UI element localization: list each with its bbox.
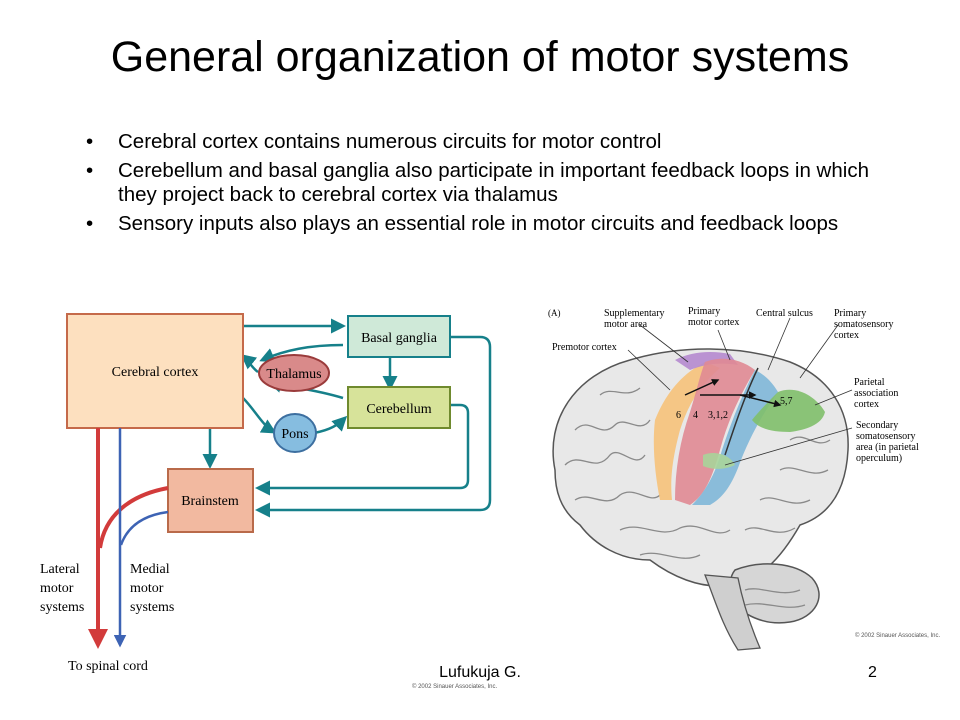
bullet-item: •Cerebellum and basal ganglia also parti… — [86, 159, 869, 206]
brainstem-label: Brainstem — [181, 494, 239, 509]
brain-copyright: © 2002 Sinauer Associates, Inc. — [855, 633, 941, 639]
primary-somato-label-1: Primary — [834, 308, 866, 319]
supplementary-label-2: motor area — [604, 319, 648, 330]
lateral-label-1: Lateral — [40, 562, 80, 577]
gyri-texture — [564, 387, 831, 608]
parietal-label-2: association — [854, 388, 898, 399]
thalamus-label: Thalamus — [266, 367, 321, 382]
secondary-label-1: Secondary — [856, 420, 898, 431]
cerebral-cortex-box — [66, 313, 244, 429]
parietal-label-1: Parietal — [854, 377, 885, 388]
secondary-label-4: operculum) — [856, 453, 902, 464]
cortex-to-pons-arrow — [242, 397, 277, 434]
supplementary-motor-area — [675, 352, 738, 370]
panel-label: (A) — [548, 308, 561, 318]
primary-somato-label-2: somatosensory — [834, 319, 893, 330]
spinal-cord-label: To spinal cord — [68, 659, 148, 674]
area-number-57: 5,7 — [780, 396, 793, 407]
primary-somato-label-3: cortex — [834, 330, 859, 341]
motor-flow-diagram: Cerebral cortex Basal ganglia Thalamus C… — [40, 313, 492, 674]
medial-label-2: motor — [130, 581, 164, 596]
supplementary-label-1: Supplementary — [604, 308, 665, 319]
central-sulcus-label: Central sulcus — [756, 308, 813, 319]
brainstem-red-branch — [98, 486, 169, 549]
brain-stem — [704, 574, 761, 651]
primary-somatosensory-area — [692, 370, 778, 505]
basal-ganglia-box — [347, 315, 451, 358]
primary-motor-label-1: Primary — [688, 306, 720, 317]
teal-arrows — [202, 318, 492, 518]
central-sulcus-line — [724, 367, 759, 456]
pons-to-cerebellum-arrow — [313, 415, 348, 435]
cerebellum-label: Cerebellum — [366, 402, 431, 417]
basal-to-thalamus-arrow — [259, 343, 344, 363]
secondary-label-3: area (in parietal — [856, 442, 919, 453]
area-number-312: 3,1,2 — [708, 410, 728, 421]
cerebral-cortex-label: Cerebral cortex — [112, 365, 199, 380]
secondary-label-2: somatosensory — [856, 431, 915, 442]
pons-label: Pons — [281, 427, 308, 442]
footer-author: Lufukuja G. — [439, 664, 521, 681]
thalamus-to-cortex-arrow — [240, 354, 259, 374]
area-number-4: 4 — [693, 410, 698, 421]
bullet-list: •Cerebral cortex contains numerous circu… — [80, 130, 880, 241]
premotor-label: Premotor cortex — [552, 342, 617, 353]
medial-label-1: Medial — [130, 562, 170, 577]
basal-ganglia-label: Basal ganglia — [361, 331, 438, 346]
premotor-area — [653, 362, 720, 500]
secondary-somatosensory-area — [703, 453, 735, 469]
bullet-item: •Sensory inputs also plays an essential … — [86, 212, 839, 235]
lateral-label-2: motor — [40, 581, 74, 596]
bullet-item: •Cerebral cortex contains numerous circu… — [86, 130, 662, 153]
brain-figure: 6 4 3,1,2 5,7 (A) Supplementary motor ar… — [548, 306, 919, 651]
diagram-copyright: © 2002 Sinauer Associates, Inc. — [412, 684, 498, 690]
cerebellum-loop-arrow — [255, 403, 470, 496]
page-number: 2 — [868, 664, 877, 681]
cerebellum-box — [347, 386, 451, 429]
lateral-label-3: systems — [40, 600, 84, 615]
basal-loop-arrow — [255, 335, 492, 518]
brainstem-blue-branch — [119, 510, 169, 546]
slide-title: General organization of motor systems — [110, 33, 850, 81]
pons-node — [273, 413, 317, 453]
brainstem-box — [167, 468, 254, 533]
area-number-6: 6 — [676, 410, 681, 421]
primary-motor-label-2: motor cortex — [688, 317, 739, 328]
brain-arrows — [684, 379, 782, 408]
parietal-association-area — [752, 389, 825, 432]
parietal-label-3: cortex — [854, 399, 879, 410]
medial-label-3: systems — [130, 600, 174, 615]
leader-lines — [627, 317, 853, 466]
thalamus-node — [258, 354, 330, 392]
